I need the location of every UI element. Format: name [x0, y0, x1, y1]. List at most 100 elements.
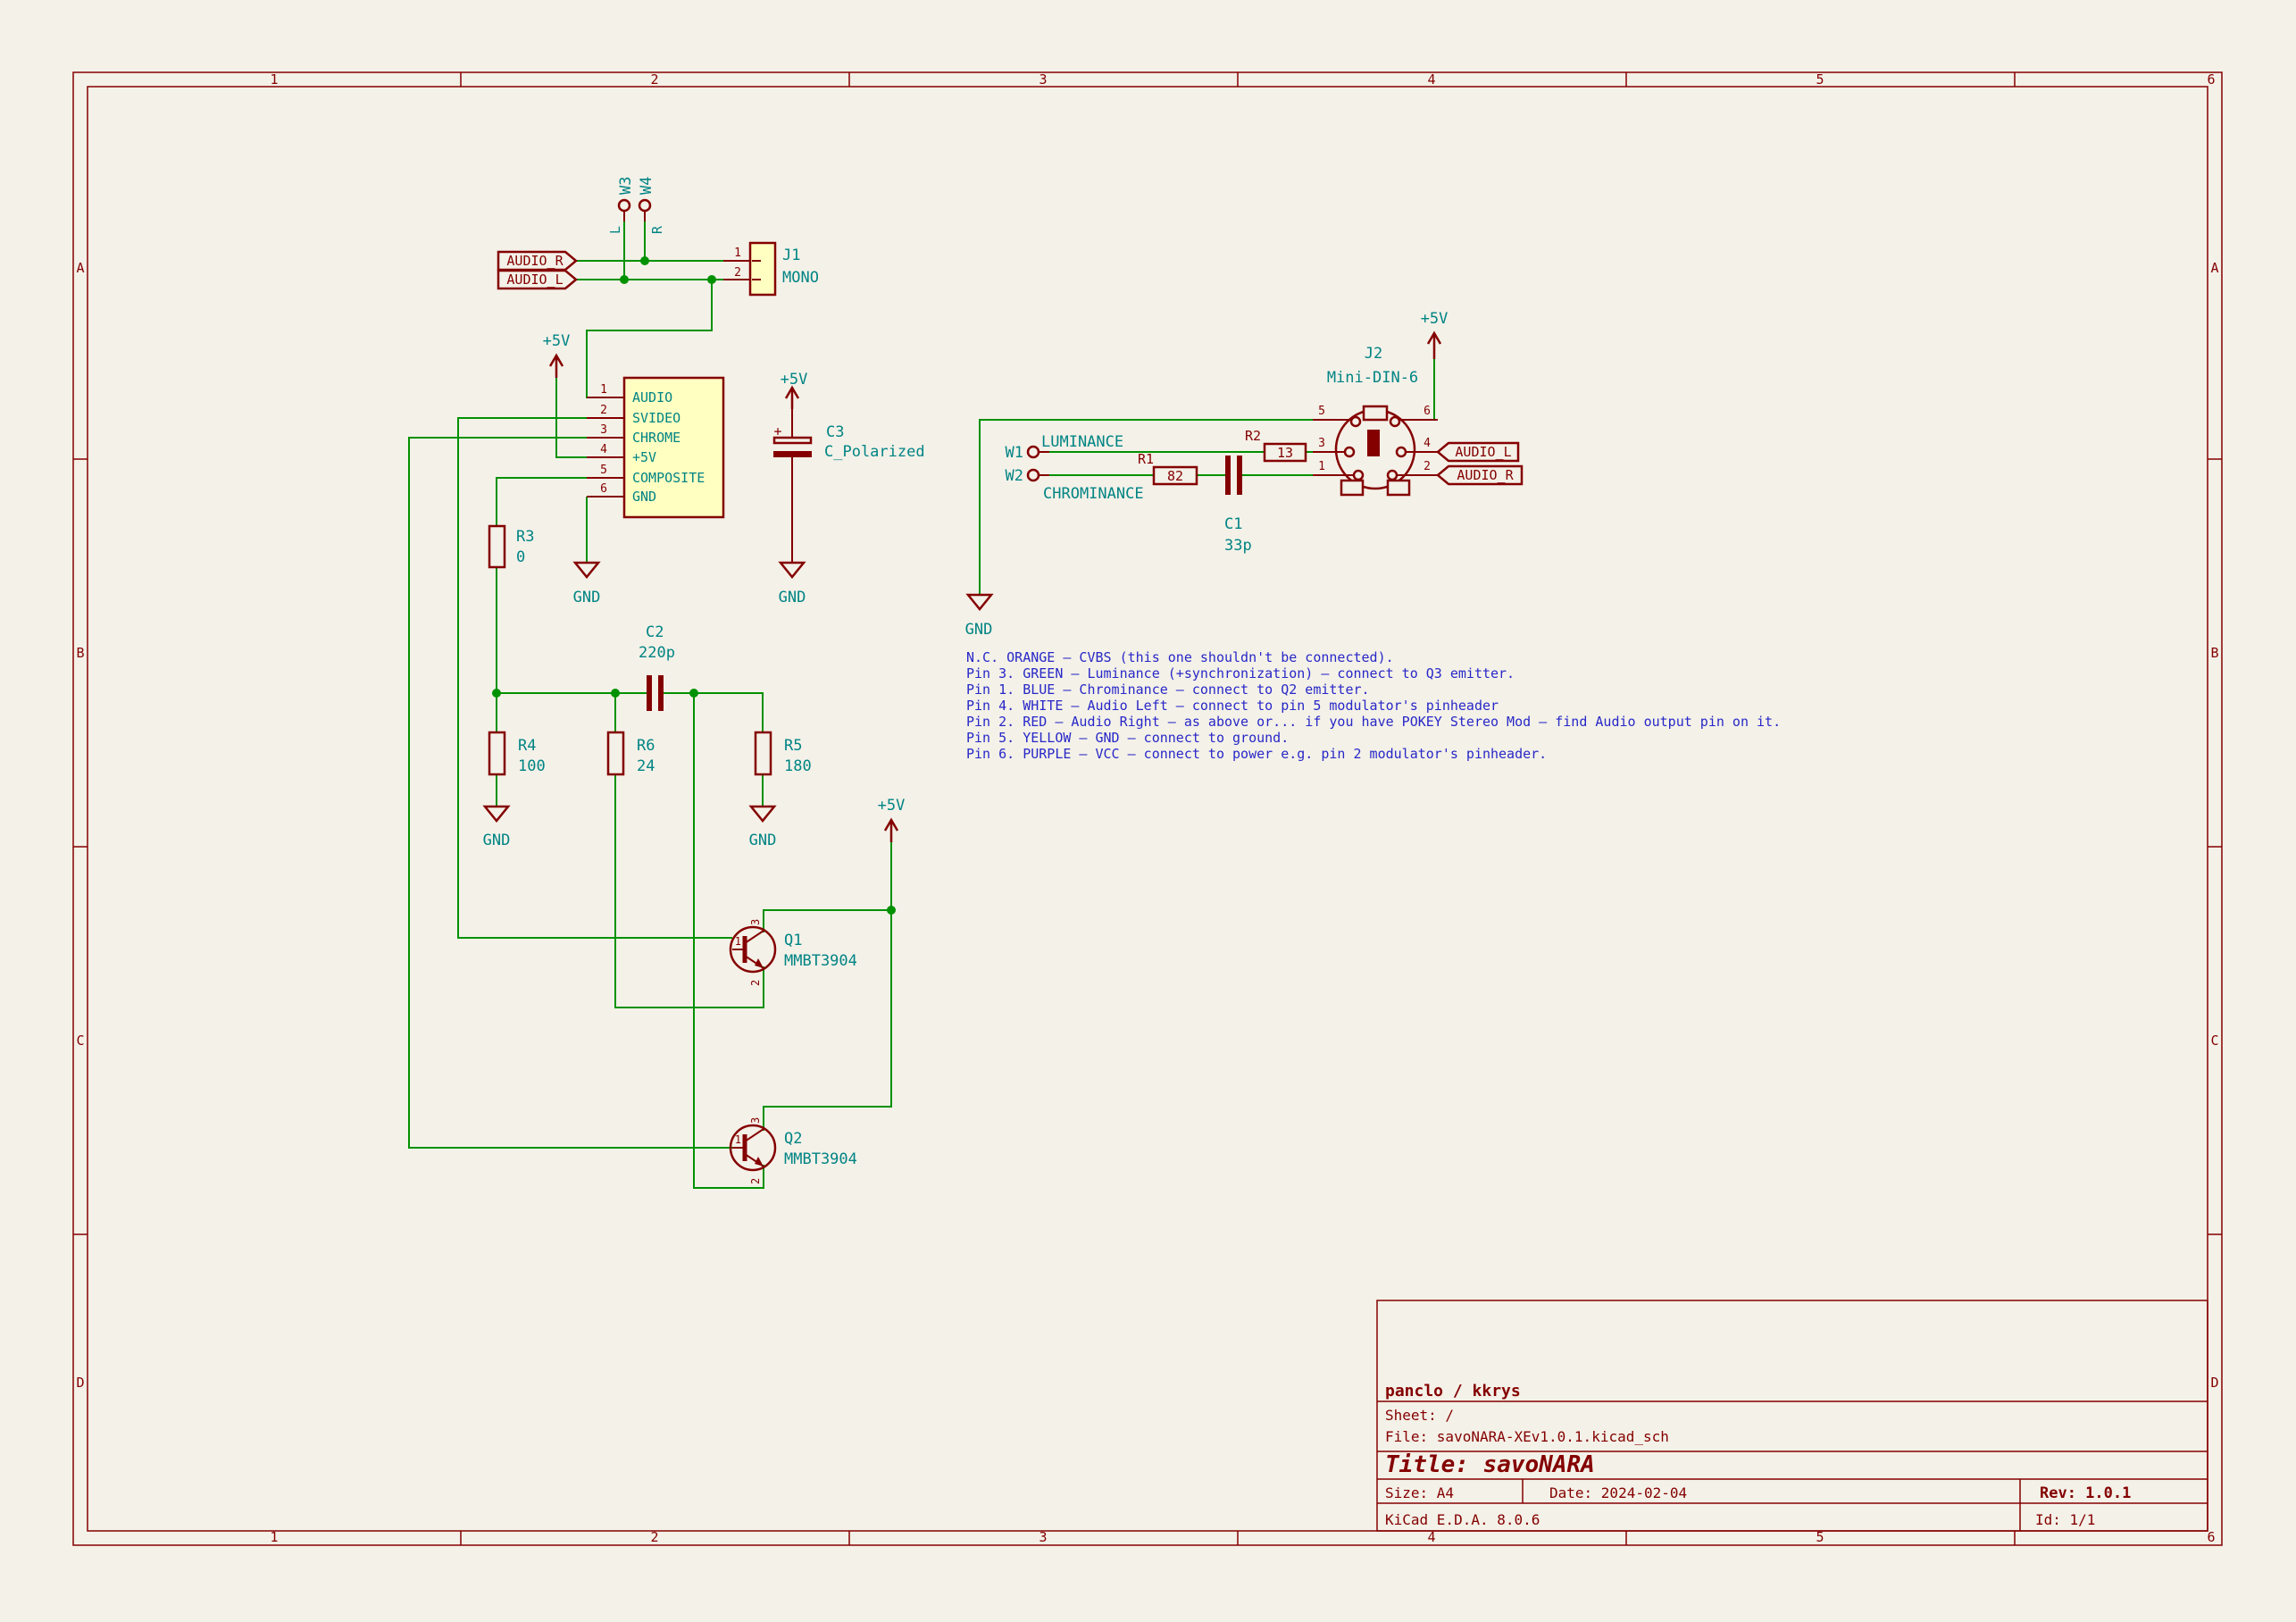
testpoint-ref[interactable]: W4: [638, 177, 655, 195]
transistor-q1[interactable]: 1 3 2 Q1 MMBT3904: [729, 919, 857, 986]
note-line[interactable]: Pin 6. PURPLE – VCC – connect to power e…: [966, 746, 1547, 762]
modulator-box[interactable]: 1 2 3 4 5 6 AUDIO SVIDEO CHROME +5V COMP…: [587, 376, 725, 519]
testpoint-pin-label: L: [607, 226, 623, 234]
component-value[interactable]: 33p: [1224, 537, 1252, 555]
power-label: GND: [965, 621, 993, 639]
wire-5v-collector-rail[interactable]: [763, 842, 892, 1131]
resistor-r4[interactable]: R4 100: [488, 731, 546, 776]
component-value[interactable]: 82: [1167, 468, 1183, 484]
component-value[interactable]: 13: [1277, 445, 1293, 461]
title-block-file: File: savoNARA-XEv1.0.1.kicad_sch: [1385, 1428, 1669, 1445]
connector-j2[interactable]: 5 3 1 6 4 2 J2 Mini-DIN-6: [1313, 345, 1438, 497]
component-value[interactable]: 100: [518, 757, 546, 775]
global-label-audio-r-right[interactable]: AUDIO_R: [1436, 464, 1524, 486]
pin-number: 2: [749, 980, 762, 986]
global-label-audio-l-left[interactable]: AUDIO_L: [497, 269, 578, 290]
wire-c2right-to-q2-emitter[interactable]: [693, 693, 764, 1189]
pin-number: 3: [749, 919, 762, 925]
component-ref[interactable]: Q2: [784, 1130, 802, 1148]
wire-chrome-to-q2-base[interactable]: [408, 437, 732, 1149]
component-ref[interactable]: Q1: [784, 932, 802, 949]
pin-number: 3: [749, 1117, 762, 1124]
testpoint-w3[interactable]: W3 L: [607, 177, 635, 234]
connector-j1[interactable]: 1 2 J1 MONO: [723, 241, 819, 297]
testpoint-ref[interactable]: W1: [1006, 444, 1023, 462]
component-ref[interactable]: C2: [646, 623, 664, 641]
gnd-symbol-r4[interactable]: GND: [482, 805, 511, 849]
component-ref[interactable]: R4: [518, 737, 536, 755]
power-flag-5v-c3[interactable]: +5V: [781, 371, 808, 409]
resistor-r2[interactable]: R2 13: [1245, 428, 1307, 463]
title-block-tool: KiCad E.D.A. 8.0.6: [1385, 1511, 1540, 1528]
net-label-luminance[interactable]: LUMINANCE: [1041, 433, 1123, 451]
testpoint-ref[interactable]: W3: [617, 177, 635, 195]
wire-5v-modulator[interactable]: [555, 378, 587, 458]
component-ref[interactable]: J1: [782, 247, 800, 264]
resistor-r3[interactable]: R3 0: [488, 524, 534, 569]
gnd-symbol-r5[interactable]: GND: [748, 805, 777, 849]
wire-j2-pin5-gnd[interactable]: [979, 419, 1336, 595]
note-line[interactable]: N.C. ORANGE – CVBS (this one shouldn't b…: [966, 649, 1394, 665]
capacitor-c3[interactable]: + C3 C_Polarized: [772, 409, 925, 563]
note-line[interactable]: Pin 4. WHITE – Audio Left – connect to p…: [966, 698, 1499, 714]
power-flag-5v-modulator[interactable]: +5V: [543, 332, 571, 378]
component-ref[interactable]: C1: [1224, 515, 1242, 533]
component-ref[interactable]: C3: [826, 423, 844, 441]
gnd-symbol-c3[interactable]: GND: [778, 561, 806, 606]
wire-composite-to-r3[interactable]: [496, 477, 587, 526]
pin-name: COMPOSITE: [632, 470, 705, 486]
wire-r6-to-q1-emitter[interactable]: [614, 774, 764, 1008]
wires[interactable]: [408, 222, 1435, 1189]
component-value[interactable]: 0: [516, 548, 525, 566]
component-ref[interactable]: R6: [637, 737, 655, 755]
wire-node-row[interactable]: [497, 692, 764, 732]
component-ref[interactable]: R1: [1138, 451, 1154, 467]
global-label-text[interactable]: AUDIO_L: [1455, 444, 1511, 460]
testpoint-w1[interactable]: W1: [1006, 444, 1049, 462]
note-line[interactable]: Pin 2. RED – Audio Right – as above or..…: [966, 714, 1781, 730]
net-label-chrominance[interactable]: CHROMINANCE: [1043, 485, 1144, 503]
global-label-audio-r-left[interactable]: AUDIO_R: [497, 250, 578, 272]
transistor-q2[interactable]: 1 3 2 Q2 MMBT3904: [729, 1117, 857, 1184]
note-line[interactable]: Pin 1. BLUE – Chrominance – connect to Q…: [966, 681, 1370, 698]
zone-row-label: A: [2210, 260, 2218, 276]
component-value[interactable]: C_Polarized: [824, 443, 925, 461]
component-value[interactable]: MMBT3904: [784, 952, 857, 970]
power-flag-5v-collectors[interactable]: +5V: [878, 797, 906, 842]
component-value[interactable]: 220p: [639, 644, 675, 662]
resistor-r5[interactable]: R5 180: [754, 731, 812, 776]
component-value[interactable]: MMBT3904: [784, 1150, 857, 1168]
gnd-symbol-j2[interactable]: GND: [965, 593, 994, 639]
component-value[interactable]: MONO: [782, 269, 819, 287]
resistor-r6[interactable]: R6 24: [606, 731, 655, 776]
global-label-text[interactable]: AUDIO_R: [1457, 467, 1514, 483]
note-line[interactable]: Pin 3. GREEN – Luminance (+synchronizati…: [966, 665, 1515, 681]
pin-number: 6: [1424, 405, 1431, 418]
power-label: GND: [483, 832, 511, 849]
zone-row-label: C: [76, 1033, 84, 1049]
wire-svideo-to-q1-base[interactable]: [457, 417, 732, 939]
global-label-text[interactable]: AUDIO_R: [506, 253, 564, 269]
gnd-symbol-modulator[interactable]: GND: [572, 561, 601, 606]
component-ref[interactable]: R2: [1245, 428, 1261, 444]
capacitor-c1[interactable]: C1 33p: [1224, 456, 1252, 555]
resistor-r1[interactable]: R1 82: [1138, 451, 1198, 486]
testpoint-w4[interactable]: W4 R: [638, 177, 665, 234]
pin-number: 1: [734, 247, 741, 260]
component-value[interactable]: 24: [637, 757, 655, 775]
power-flag-5v-j2[interactable]: +5V: [1421, 310, 1449, 359]
component-ref[interactable]: J2: [1365, 345, 1382, 363]
capacitor-c2[interactable]: C2 220p: [639, 623, 675, 711]
component-ref[interactable]: R5: [784, 737, 802, 755]
zone-col-label: 6: [2207, 71, 2215, 88]
testpoint-w2[interactable]: W2: [1006, 467, 1049, 485]
notes-text[interactable]: N.C. ORANGE – CVBS (this one shouldn't b…: [966, 649, 1781, 762]
note-line[interactable]: Pin 5. YELLOW – GND – connect to ground.: [966, 730, 1289, 746]
global-label-audio-l-right[interactable]: AUDIO_L: [1436, 441, 1520, 463]
testpoint-ref[interactable]: W2: [1006, 467, 1023, 485]
component-value[interactable]: Mini-DIN-6: [1327, 369, 1418, 387]
component-value[interactable]: 180: [784, 757, 812, 775]
global-label-text[interactable]: AUDIO_L: [506, 272, 563, 288]
component-ref[interactable]: R3: [516, 528, 534, 546]
